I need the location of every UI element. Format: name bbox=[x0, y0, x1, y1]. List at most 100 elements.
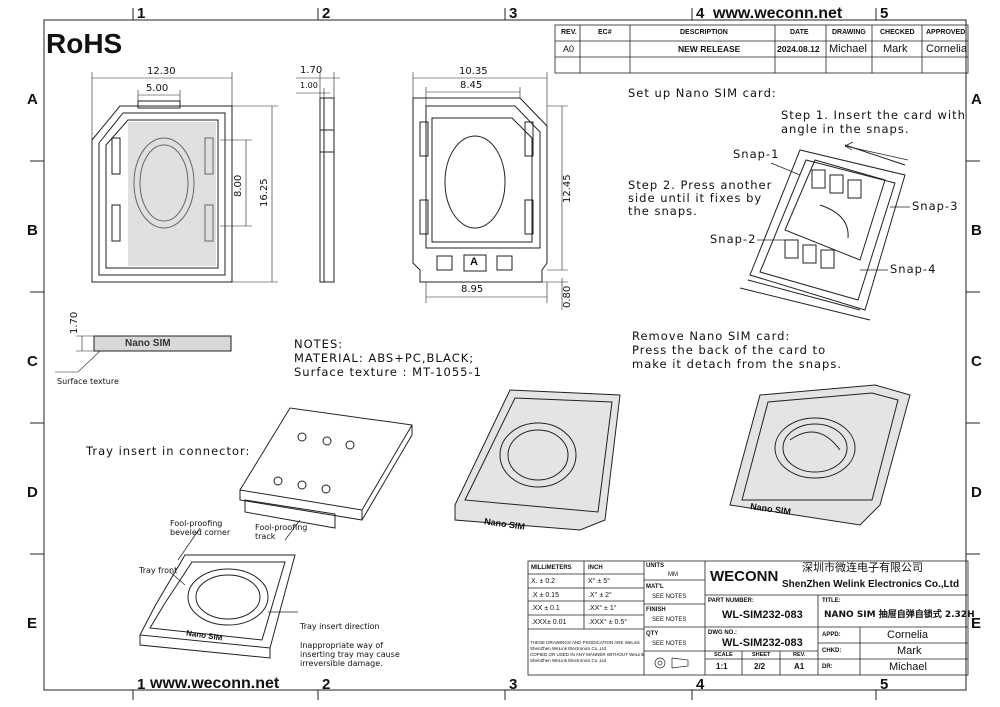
zone-row-d-right: D bbox=[971, 484, 982, 501]
rev-row-approved: Cornelia bbox=[926, 43, 967, 55]
texture-view-card bbox=[93, 335, 232, 352]
rev-header-rev: REV. bbox=[561, 29, 577, 36]
warn-line3: irreversible damage. bbox=[300, 659, 383, 668]
website-bottom[interactable]: www.weconn.net bbox=[150, 675, 280, 692]
dim-texture-thick: 1.70 bbox=[69, 311, 80, 334]
tb-chkd-label: CHKD: bbox=[822, 648, 842, 654]
tb-sheet: 2/2 bbox=[754, 662, 766, 671]
tb-qty-notes: SEE NOTES bbox=[652, 641, 687, 647]
tb-tol-x2-in: .XX° ± 1° bbox=[588, 605, 617, 612]
remove-line2: Press the back of the card to bbox=[632, 343, 827, 357]
tb-appd-label: APPD: bbox=[822, 632, 841, 638]
front-view-dimlines bbox=[91, 72, 278, 283]
step1-line2: angle in the snaps. bbox=[781, 122, 910, 136]
zone-row-c: C bbox=[27, 353, 38, 370]
remove-isometric bbox=[729, 384, 911, 526]
revision-table-grid bbox=[554, 24, 969, 74]
website-top[interactable]: www.weconn.net bbox=[713, 5, 843, 22]
dim-front-slot: 5.00 bbox=[146, 83, 169, 94]
dim-back-height: 12.45 bbox=[562, 174, 573, 203]
tb-scale-label: SCALE bbox=[714, 652, 733, 658]
zone-col-1-bottom: 1 bbox=[137, 676, 146, 693]
remove-isometric-detail bbox=[741, 392, 899, 501]
tray-arrows bbox=[169, 519, 301, 613]
dim-side-thick: 1.70 bbox=[300, 65, 323, 76]
tb-part-number-label: PART NUMBER: bbox=[708, 598, 754, 604]
perspective-card bbox=[454, 389, 621, 531]
notes-material: MATERIAL: ABS+PC,BLACK; bbox=[294, 351, 475, 365]
zone-row-e: E bbox=[27, 615, 38, 632]
tb-tol-x-mm: X. ± 0.2 bbox=[531, 578, 556, 585]
tb-mm: MM bbox=[668, 572, 678, 578]
tb-dr: Michael bbox=[889, 661, 927, 673]
dim-back-inner: 8.45 bbox=[460, 80, 483, 91]
texture-dimlines bbox=[55, 335, 101, 373]
tb-tol-x3-mm: .XXX± 0.01 bbox=[531, 619, 567, 626]
rev-row-drawing: Michael bbox=[829, 43, 867, 55]
tb-disclaimer2: ShenZhen WeLink Electronics Co.,Ltd bbox=[530, 646, 606, 651]
tb-chkd: Mark bbox=[897, 645, 922, 657]
tb-brand-logo: WECONN bbox=[710, 568, 779, 585]
tb-tol-x-in: X° ± 5° bbox=[588, 578, 610, 585]
warn-line2: inserting tray may cause bbox=[300, 650, 400, 659]
fool-track-line1: Fool-proofing bbox=[255, 523, 308, 532]
tb-dr-label: DR: bbox=[822, 664, 833, 670]
tb-sheet-label: SHEET bbox=[752, 652, 771, 658]
tb-units: UNITS bbox=[646, 563, 664, 569]
dim-side-thin: 1.00 bbox=[300, 81, 318, 90]
dim-front-width: 12.30 bbox=[147, 66, 176, 77]
zone-row-b-right: B bbox=[971, 222, 982, 239]
step1-line1: Step 1. Insert the card with bbox=[781, 108, 966, 122]
dim-back-step: 0.80 bbox=[562, 285, 573, 308]
zone-col-2: 2 bbox=[322, 5, 331, 22]
rohs-mark: RoHS bbox=[46, 28, 123, 59]
rev-header-checked: CHECKED bbox=[880, 29, 915, 36]
tb-qty: QTY bbox=[646, 631, 659, 637]
tb-rev: A1 bbox=[794, 662, 805, 671]
tb-matl: MAT'L bbox=[646, 584, 664, 590]
front-view-hatch bbox=[128, 122, 216, 266]
zone-col-4-bottom: 4 bbox=[696, 676, 705, 693]
tb-scale: 1:1 bbox=[716, 662, 728, 671]
zone-col-1: 1 bbox=[137, 5, 146, 22]
tb-tol-x3-in: .XXX° ± 0.5° bbox=[588, 619, 628, 626]
zone-row-d: D bbox=[27, 484, 38, 501]
tb-company-cn: 深圳市微连电子有限公司 bbox=[802, 561, 923, 574]
rev-row-date: 2024.08.12 bbox=[777, 44, 820, 54]
tb-rev-label: REV. bbox=[793, 652, 806, 658]
tray-direction-label: Tray insert direction bbox=[300, 622, 380, 631]
zone-col-2-bottom: 2 bbox=[322, 676, 331, 693]
rev-row-description: NEW RELEASE bbox=[678, 44, 741, 54]
warn-line1: Inappropriate way of bbox=[300, 641, 384, 650]
rev-row-checked: Mark bbox=[883, 43, 908, 55]
back-view-dimlines bbox=[412, 72, 568, 310]
tb-dwg-no: WL-SIM232-083 bbox=[722, 637, 803, 649]
tb-inch: INCH bbox=[588, 565, 603, 571]
zone-col-5: 5 bbox=[880, 5, 889, 22]
back-view-card bbox=[412, 97, 548, 283]
zone-row-e-right: E bbox=[971, 615, 982, 632]
zone-col-4: 4 bbox=[696, 5, 705, 22]
tray-isometric bbox=[139, 554, 296, 659]
remove-line3: make it detach from the snaps. bbox=[632, 357, 843, 371]
tb-appd: Cornelia bbox=[887, 629, 928, 641]
tb-matl-notes: SEE NOTES bbox=[652, 594, 687, 600]
tb-title-label: TITLE: bbox=[822, 598, 841, 604]
zone-row-a-right: A bbox=[971, 91, 982, 108]
perspective-card-detail bbox=[464, 397, 613, 513]
surface-texture-label: Surface texture bbox=[57, 377, 119, 386]
snap4-label: Snap-4 bbox=[890, 262, 937, 276]
tb-tol-x1-in: .X° ± 2° bbox=[588, 592, 612, 599]
snap2-label: Snap-2 bbox=[710, 232, 757, 246]
texture-card-label: Nano SIM bbox=[125, 338, 171, 349]
notes-texture: Surface texture : MT-1055-1 bbox=[294, 365, 482, 379]
rev-header-approved: APPROVED bbox=[926, 29, 966, 36]
rev-header-drawing: DRAWING bbox=[832, 29, 866, 36]
side-view-card bbox=[319, 97, 335, 283]
tb-dwg-no-label: DWG NO.: bbox=[708, 630, 737, 636]
tb-disclaimer1: THESE DRAWINGS AND PSODICATION ARE WeLin… bbox=[530, 640, 640, 645]
zone-row-a: A bbox=[27, 91, 38, 108]
tb-finish: FINISH bbox=[646, 607, 666, 613]
rev-header-date: DATE bbox=[790, 29, 809, 36]
